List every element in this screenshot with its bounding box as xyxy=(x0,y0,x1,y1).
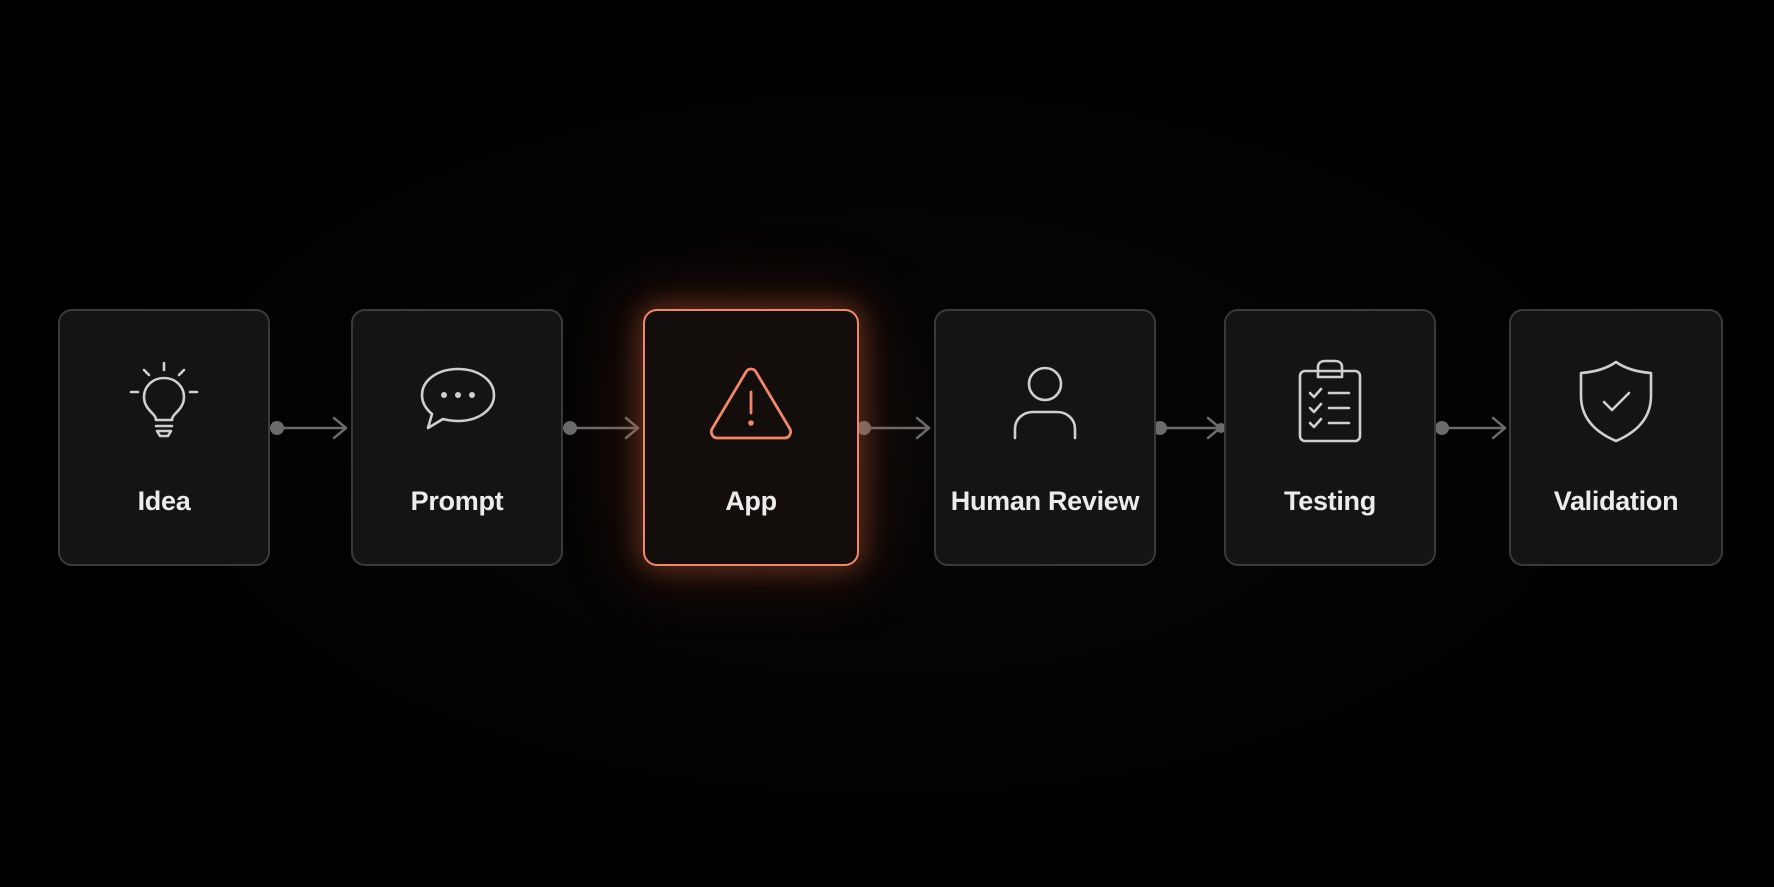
connector-idea-prompt xyxy=(270,416,348,440)
stage-app[interactable]: App xyxy=(643,309,859,566)
connector-review-testing xyxy=(1153,416,1226,440)
stage-label: Human Review xyxy=(950,486,1140,516)
stage-label: Validation xyxy=(1553,486,1679,516)
stage-label: Prompt xyxy=(410,486,504,516)
stage-prompt[interactable]: Prompt xyxy=(351,309,563,566)
stage-idea[interactable]: Idea xyxy=(58,309,270,566)
stage-label: Idea xyxy=(137,486,191,516)
user-icon xyxy=(1000,356,1090,446)
chat-bubble-icon xyxy=(412,356,502,446)
stage-testing[interactable]: Testing xyxy=(1224,309,1436,566)
connector-testing-validation xyxy=(1435,416,1507,440)
shield-check-icon xyxy=(1571,356,1661,446)
stage-validation[interactable]: Validation xyxy=(1509,309,1723,566)
clipboard-checklist-icon xyxy=(1285,356,1375,446)
stage-label: Testing xyxy=(1284,486,1376,516)
connector-app-review xyxy=(857,416,931,440)
stage-human-review[interactable]: Human Review xyxy=(934,309,1156,566)
warning-triangle-icon xyxy=(706,356,796,446)
lightbulb-icon xyxy=(119,356,209,446)
stage-label: App xyxy=(725,486,777,516)
connector-prompt-app xyxy=(563,416,640,440)
